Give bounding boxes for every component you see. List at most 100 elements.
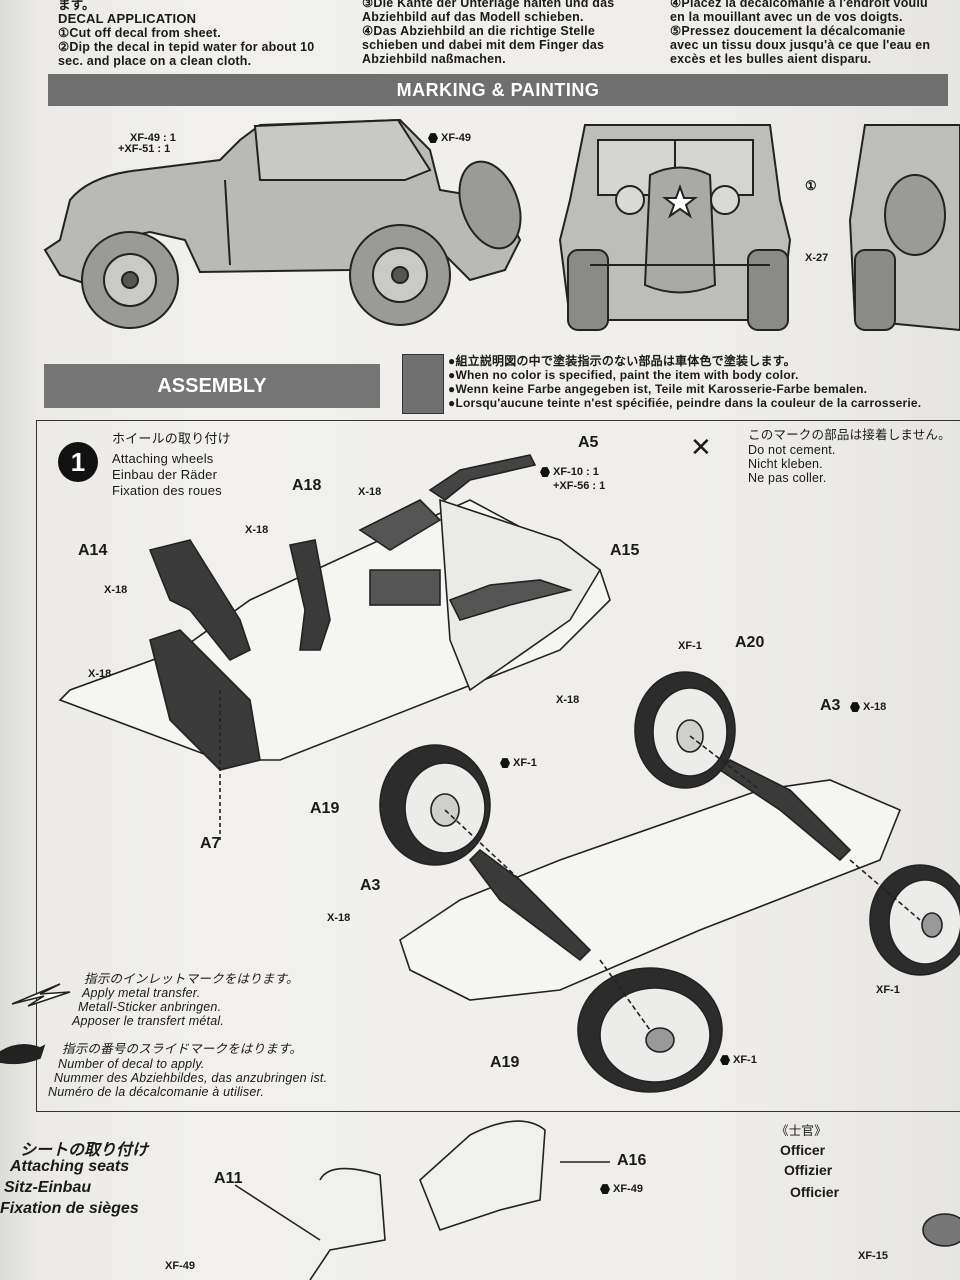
step1-title-fr: Fixation des roues <box>112 483 222 498</box>
marking-painting-header: MARKING & PAINTING <box>48 74 948 106</box>
decal-step-2b: sec. and place on a clean cloth. <box>58 54 252 68</box>
step2-title-de: Sitz-Einbau <box>4 1179 92 1196</box>
step2-title-en: Attaching seats <box>10 1158 130 1175</box>
part-a5: A5 <box>578 434 599 451</box>
legend-metal-fr: Apposer le transfert métal. <box>72 1014 224 1028</box>
assembly-note-en: ●When no color is specified, paint the i… <box>448 368 799 382</box>
fr-step-4b: en la mouillant avec un de vos doigts. <box>670 10 903 24</box>
x18-label-2: X-18 <box>245 524 269 536</box>
no-cement-icon: ✕ <box>690 432 712 462</box>
decal-step-2a: ②Dip the decal in tepid water for about … <box>58 40 315 54</box>
x18-label-3: X-18 <box>104 584 128 596</box>
x18-label-5: X-18 <box>556 694 580 706</box>
xf1-label-4-text: XF-1 <box>733 1054 757 1066</box>
a16-color: XF-49 <box>600 1183 643 1195</box>
x18-label-6: X-18 <box>850 701 886 713</box>
part-a18: A18 <box>292 477 322 494</box>
paint-hex-icon <box>600 1184 610 1195</box>
legend-decal-fr: Numéro de la décalcomanie à utiliser. <box>48 1085 265 1099</box>
decal-application-title: DECAL APPLICATION <box>58 11 197 26</box>
decal-step-1: ①Cut off decal from sheet. <box>58 26 221 40</box>
part-a7: A7 <box>200 835 221 852</box>
a5-color-1-label: XF-10 : 1 <box>553 466 599 478</box>
step-1-box <box>36 420 960 1112</box>
fr-step-5b: avec un tissu doux jusqu'à ce que l'eau … <box>670 38 931 52</box>
part-a20: A20 <box>735 634 765 651</box>
top-color: XF-49 <box>428 132 471 144</box>
part-a16: A16 <box>617 1152 647 1169</box>
xf1-label-3: XF-1 <box>876 984 900 996</box>
seat-color: XF-49 <box>165 1260 195 1272</box>
x18-label-7: X-18 <box>327 912 351 924</box>
officer-fr: Officier <box>790 1184 840 1200</box>
x18-label-6-text: X-18 <box>863 701 887 713</box>
officer-ja: 《士官》 <box>776 1124 827 1138</box>
de-step-4c: Abziehbild naßmachen. <box>362 52 506 66</box>
top-color-label: XF-49 <box>441 132 471 144</box>
officer-de: Offizier <box>784 1162 833 1178</box>
ja-fragment: ます。 <box>58 0 95 12</box>
assembly-header: ASSEMBLY <box>44 364 380 408</box>
part-a19-left: A19 <box>310 800 340 817</box>
vehicle-side-front-views <box>43 118 960 332</box>
de-step-3: ③Die Kante der Unterlage halten und das <box>362 0 615 10</box>
xf1-label-4: XF-1 <box>720 1054 757 1066</box>
rear-color: X-27 <box>805 252 829 264</box>
step2-title-ja: シートの取り付け <box>20 1142 149 1159</box>
de-step-4b: schieben und dabei mit dem Finger das <box>362 38 605 52</box>
step1-title-ja: ホイールの取り付け <box>112 431 231 446</box>
legend-decal-ja: 指示の番号のスライドマークをはります。 <box>62 1042 303 1056</box>
assembly-note-de: ●Wenn keine Farbe angegeben ist, Teile m… <box>448 382 868 396</box>
decal-number-1: ① <box>805 178 817 193</box>
nocement-de: Nicht kleben. <box>748 457 823 471</box>
xf1-label-1: XF-1 <box>678 640 702 652</box>
body-color-2: +XF-51 : 1 <box>118 143 171 155</box>
fr-step-5: ⑤Pressez doucement la décalcomanie <box>670 24 906 38</box>
a5-color-2: +XF-56 : 1 <box>553 480 606 492</box>
legend-metal-en: Apply metal transfer. <box>82 986 201 1000</box>
fr-step-4: ④Placez la décalcomanie à l'endroit voul… <box>670 0 928 10</box>
nocement-fr: Ne pas coller. <box>748 471 827 485</box>
part-a15: A15 <box>610 542 640 559</box>
paint-hex-icon <box>428 133 438 144</box>
step2-title-fr: Fixation de sièges <box>0 1200 139 1217</box>
assembly-note-fr: ●Lorsqu'aucune teinte n'est spécifiée, p… <box>448 396 922 410</box>
legend-metal-de: Metall-Sticker anbringen. <box>78 1000 222 1014</box>
fr-step-5c: excès et les bulles aient disparu. <box>670 52 872 66</box>
step1-title-en: Attaching wheels <box>112 451 214 466</box>
xf1-label-2: XF-1 <box>500 757 537 769</box>
paint-hex-icon <box>500 758 510 769</box>
step-number: 1 <box>58 442 98 482</box>
part-a3-right: A3 <box>820 697 841 714</box>
part-a11: A11 <box>214 1170 243 1187</box>
officer-en: Officer <box>780 1142 826 1158</box>
a5-color-1: XF-10 : 1 <box>540 466 599 478</box>
x18-label-4: X-18 <box>88 668 112 680</box>
part-a3-left: A3 <box>360 877 381 894</box>
de-step-4: ④Das Abziehbild an die richtige Stelle <box>362 24 595 38</box>
note-ja-text: 組立説明図の中で塗装指示のない部品は車体色で塗装します。 <box>455 354 796 368</box>
paint-hex-icon <box>850 702 860 713</box>
legend-metal-ja: 指示のインレットマークをはります。 <box>84 972 299 986</box>
part-a19-bottom: A19 <box>490 1054 520 1071</box>
part-a14: A14 <box>78 542 108 559</box>
step1-title-de: Einbau der Räder <box>112 467 218 482</box>
nocement-en: Do not cement. <box>748 443 836 457</box>
nocement-ja: このマークの部品は接着しません。 <box>748 428 951 442</box>
xf1-label-2-text: XF-1 <box>513 757 537 769</box>
note-de-text: Wenn keine Farbe angegeben ist, Teile mi… <box>455 382 868 396</box>
spray-can-icon <box>402 354 444 414</box>
x18-label-1: X-18 <box>358 486 382 498</box>
a16-color-label: XF-49 <box>613 1183 643 1195</box>
note-fr-text: Lorsqu'aucune teinte n'est spécifiée, pe… <box>455 396 922 410</box>
body-color-1: XF-49 : 1 <box>130 132 176 144</box>
note-en-text: When no color is specified, paint the it… <box>455 368 799 382</box>
de-step-3b: Abziehbild auf das Modell schieben. <box>362 10 584 24</box>
paint-hex-icon <box>540 467 550 478</box>
legend-decal-en: Number of decal to apply. <box>58 1057 205 1071</box>
legend-decal-de: Nummer des Abziehbildes, das anzubringen… <box>54 1071 328 1085</box>
figure-color: XF-15 <box>858 1250 888 1262</box>
paint-hex-icon <box>720 1055 730 1066</box>
